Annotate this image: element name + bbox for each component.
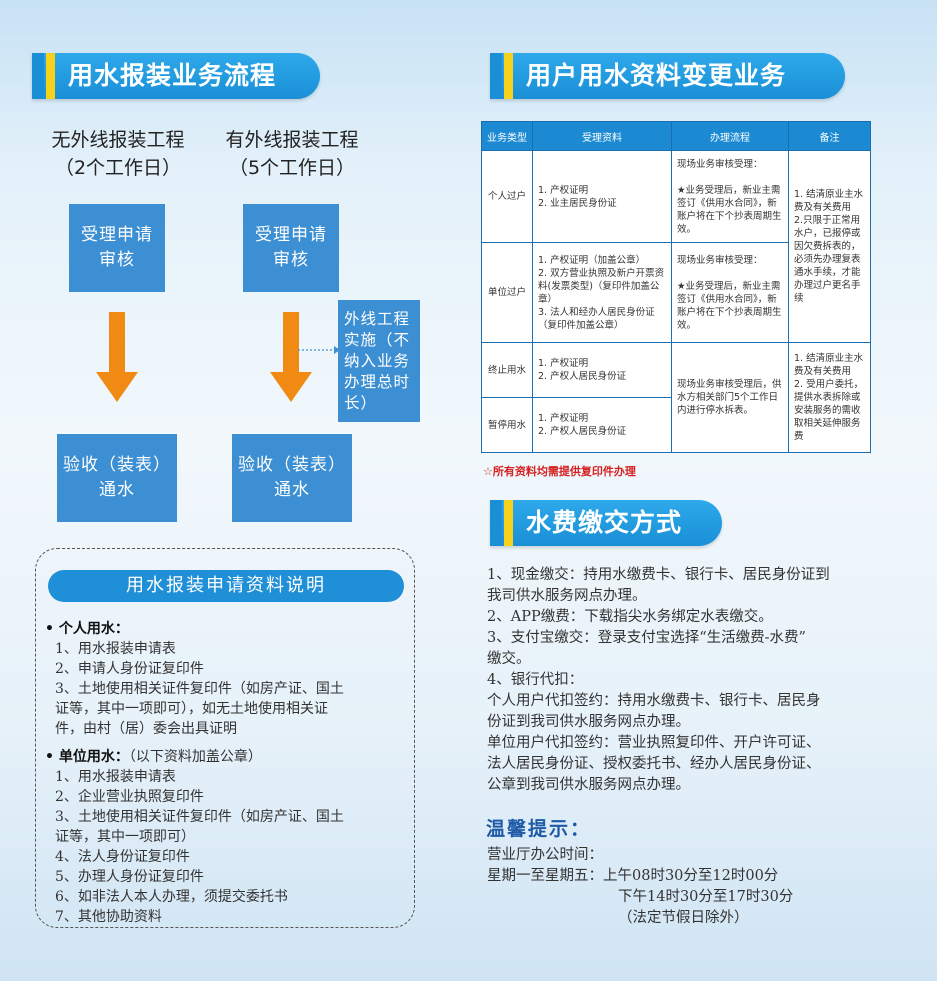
flow-col1-head-title: 无外线报装工程: [51, 129, 185, 151]
banner-stripe-blue: [32, 53, 44, 99]
row-type: 暂停用水: [481, 397, 533, 453]
row-type: 终止用水: [481, 342, 533, 398]
flow-col2-arrow-shaft: [283, 312, 299, 374]
fee-line: 我司供水服务网点办理。: [487, 588, 647, 604]
flow-col2-head: 有外线报装工程 （5个工作日）: [192, 126, 392, 182]
materials-personal-label: • 个人用水：: [45, 621, 129, 637]
banner-stripe-yellow: [46, 53, 55, 99]
row-type: 个人过户: [481, 150, 533, 243]
table-row: 单位过户 1. 产权证明（加盖公章） 2. 双方营业执照及新户开票资料(发票类型…: [481, 242, 871, 343]
fee-methods: 1、现金缴交：持用水缴费卡、银行卡、居民身份证到 我司供水服务网点办理。 2、A…: [487, 565, 887, 796]
fee-line: 公章到我司供水服务网点办理。: [487, 777, 690, 793]
change-banner: 用户用水资料变更业务: [490, 53, 845, 99]
row-process-stop: 现场业务审核受理后，供水方相关部门5个工作日内进行停水拆表。: [671, 342, 789, 453]
materials-unit-item: 证等，其中一项即可）: [55, 829, 195, 845]
materials-unit-item: 1、用水报装申请表: [55, 769, 176, 785]
change-banner-title: 用户用水资料变更业务: [526, 61, 787, 90]
banner-stripe-yellow: [504, 500, 513, 546]
hours-am: 上午08时30分至12时00分: [603, 868, 779, 884]
hours-days: 星期一至星期五：: [487, 868, 603, 884]
fee-line: 份证到我司供水服务网点办理。: [487, 714, 690, 730]
flow-col2-external-works: 外线工程 实施（不 纳入业务 办理总时 长）: [338, 300, 420, 422]
flow-col1-head-days: （2个工作日）: [54, 157, 182, 179]
flow-col2-head-title: 有外线报装工程: [225, 129, 359, 151]
materials-unit-item: 7、其他协助资料: [55, 909, 162, 925]
row-note-transfer: 1. 结清原业主水费及有关费用 2.只限于正常用水户，已报停或因欠费拆表的，必须…: [788, 150, 871, 343]
materials-personal-item: 件，由村（居）委会出具证明: [55, 721, 237, 737]
table-row: 个人过户 1. 产权证明 2. 业主居民身份证 现场业务审核受理： ★业务受理后…: [481, 150, 871, 343]
flow-col2-step-accept: 受理申请 审核: [243, 204, 339, 292]
fee-line: 法人居民身份证、授权委托书、经办人居民身份证、: [487, 756, 821, 772]
fee-line: 3、支付宝缴交：登录支付宝选择“生活缴费-水费”: [487, 630, 806, 646]
change-table-header: 业务类型 受理资料 办理流程 备注: [481, 121, 871, 151]
flow-dotted-arrow-icon: [298, 346, 340, 354]
materials-personal-item: 1、用水报装申请表: [55, 641, 176, 657]
flow-col2-step-inspect: 验收（装表） 通水: [232, 434, 352, 522]
hours-pm: 下午14时30分至17时30分: [618, 889, 794, 905]
materials-personal-item: 2、申请人身份证复印件: [55, 661, 204, 677]
materials-panel: [35, 548, 415, 928]
header-note: 备注: [788, 121, 871, 151]
materials-unit-label: • 单位用水：: [45, 749, 129, 765]
tips-title: 温馨提示：: [486, 818, 592, 840]
fee-banner-title: 水费缴交方式: [526, 508, 683, 537]
banner-stripe-blue: [490, 500, 502, 546]
flow-col1-arrow-down-icon: [96, 372, 138, 402]
materials-unit-item: 6、如非法人本人办理，须提交委托书: [55, 889, 288, 905]
fee-line: 4、银行代扣：: [487, 672, 584, 688]
row-type: 单位过户: [481, 242, 533, 343]
hours-holiday: （法定节假日除外）: [618, 910, 749, 926]
fee-line: 个人用户代扣签约：持用水缴费卡、银行卡、居民身: [487, 693, 821, 709]
materials-unit-item: 2、企业营业执照复印件: [55, 789, 204, 805]
row-docs: 1. 产权证明 2. 产权人居民身份证: [532, 397, 672, 453]
table-row: 终止用水 1. 产权证明 2. 产权人居民身份证 现场业务审核受理后，供水方相关…: [481, 342, 871, 453]
table-row: 暂停用水 1. 产权证明 2. 产权人居民身份证: [481, 397, 871, 453]
office-hours: 营业厅办公时间： 星期一至星期五：上午08时30分至12时00分 下午14时30…: [487, 845, 793, 929]
row-docs: 1. 产权证明（加盖公章） 2. 双方营业执照及新户开票资料(发票类型)（复印件…: [532, 242, 672, 343]
materials-unit-item: 3、土地使用相关证件复印件（如房产证、国土: [55, 809, 344, 825]
materials-unit: • 单位用水：（以下资料加盖公章） 1、用水报装申请表 2、企业营业执照复印件 …: [45, 747, 344, 927]
header-process: 办理流程: [671, 121, 789, 151]
materials-unit-note: （以下资料加盖公章）: [128, 749, 262, 765]
table-footnote: ☆所有资料均需提供复印件办理: [483, 465, 636, 478]
row-note-stop: 1. 结清原业主水费及有关费用 2. 受用户委托，提供水表拆除或安装服务的需收取…: [788, 342, 871, 453]
materials-title: 用水报装申请资料说明: [48, 570, 404, 602]
flow-col2-head-days: （5个工作日）: [228, 157, 356, 179]
flow-col2-arrow-down-icon: [270, 372, 312, 402]
header-docs: 受理资料: [532, 121, 672, 151]
materials-personal-item: 3、土地使用相关证件复印件（如房产证、国土: [55, 681, 344, 697]
banner-stripe-yellow: [504, 53, 513, 99]
header-type: 业务类型: [481, 121, 533, 151]
banner-stripe-blue: [490, 53, 502, 99]
row-process: 现场业务审核受理： ★业务受理后，新业主需签订《供用水合同》，新账户将在下个抄表…: [671, 242, 789, 343]
fee-line: 1、现金缴交：持用水缴费卡、银行卡、居民身份证到: [487, 567, 830, 583]
materials-personal-item: 证等，其中一项即可），如无土地使用相关证: [55, 701, 328, 717]
flow-col1-step-accept: 受理申请 审核: [69, 204, 165, 292]
materials-unit-item: 5、办理人身份证复印件: [55, 869, 204, 885]
fee-line: 缴交。: [487, 651, 531, 667]
row-docs: 1. 产权证明 2. 业主居民身份证: [532, 150, 672, 243]
fee-banner: 水费缴交方式: [490, 500, 722, 546]
flow-col1-head: 无外线报装工程 （2个工作日）: [18, 126, 218, 182]
flow-banner-title: 用水报装业务流程: [68, 61, 277, 90]
row-process: 现场业务审核受理： ★业务受理后，新业主需签订《供用水合同》，新账户将在下个抄表…: [671, 150, 789, 243]
change-table: 业务类型 受理资料 办理流程 备注 个人过户 1. 产权证明 2. 业主居民身份…: [481, 121, 871, 453]
fee-line: 2、APP缴费：下载指尖水务绑定水表缴交。: [487, 609, 773, 625]
materials-personal: • 个人用水： 1、用水报装申请表 2、申请人身份证复印件 3、土地使用相关证件…: [45, 619, 344, 739]
flow-banner: 用水报装业务流程: [32, 53, 320, 99]
hours-label: 营业厅办公时间：: [487, 847, 603, 863]
fee-line: 单位用户代扣签约：营业执照复印件、开户许可证、: [487, 735, 821, 751]
flow-col1-arrow-shaft: [109, 312, 125, 374]
row-docs: 1. 产权证明 2. 产权人居民身份证: [532, 342, 672, 398]
flow-col1-step-inspect: 验收（装表） 通水: [57, 434, 177, 522]
materials-unit-item: 4、法人身份证复印件: [55, 849, 190, 865]
